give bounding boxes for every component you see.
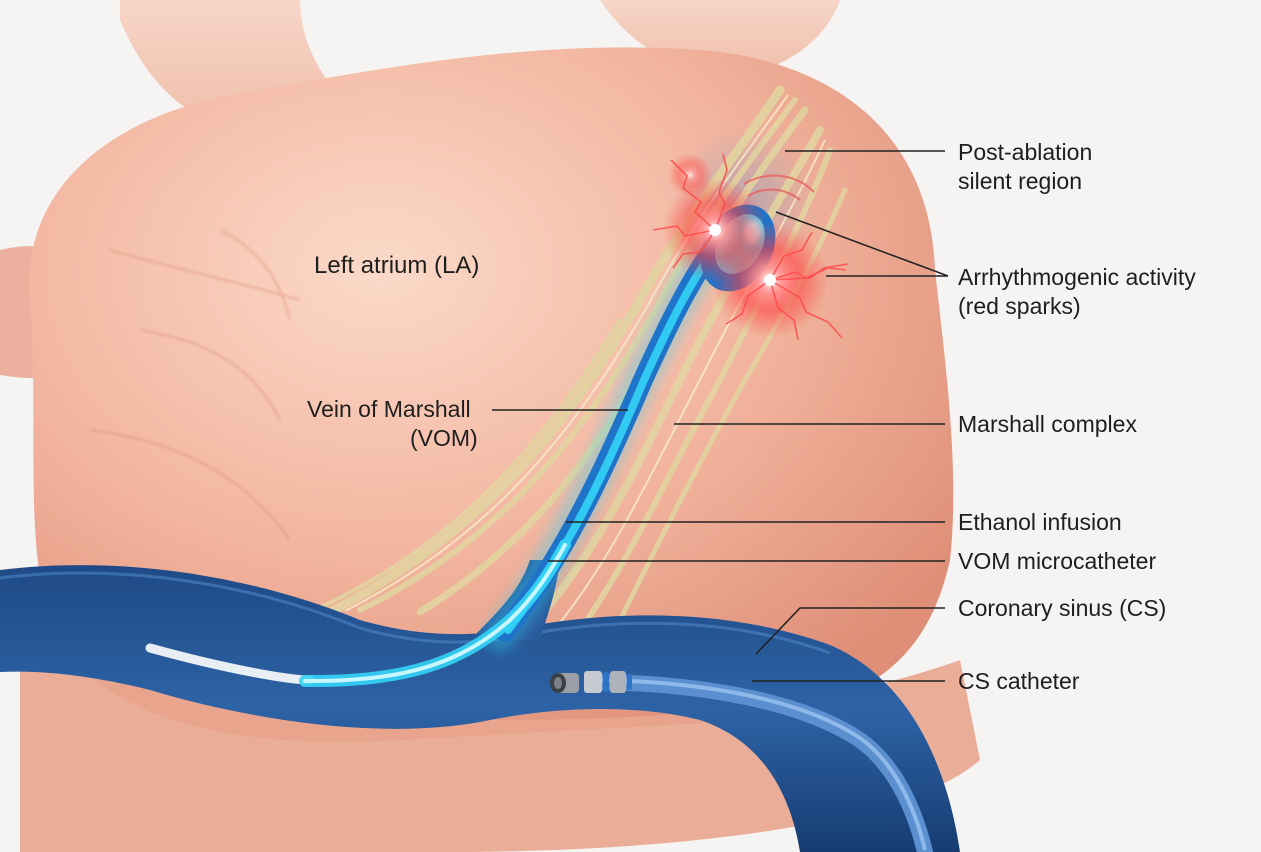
- label-coronary-sinus: Coronary sinus (CS): [958, 595, 1167, 621]
- label-marshall-complex: Marshall complex: [958, 411, 1137, 437]
- label-vein-of-marshall: Vein of Marshall (VOM): [300, 395, 478, 453]
- coronary-sinus-rim: [0, 571, 831, 655]
- marshall-fiber-highlights: [344, 94, 826, 630]
- surface-folds: [89, 229, 301, 541]
- label-arrhythmogenic-line1: Arrhythmogenic activity: [958, 264, 1196, 290]
- label-ethanol-infusion: Ethanol infusion: [958, 509, 1122, 535]
- cs-catheter-electrodes: [550, 671, 632, 693]
- silent-region-arcs: [743, 174, 815, 201]
- label-vom-line2: (VOM): [410, 425, 478, 451]
- label-post-ablation-line2: silent region: [958, 168, 1083, 194]
- coronary-sinus: [0, 565, 960, 852]
- lower-atrial-wall: [20, 640, 980, 852]
- marshall-complex-fibers: [308, 85, 848, 633]
- label-left-atrium: Left atrium (LA): [314, 252, 480, 279]
- leader-coronary-sinus: [755, 607, 945, 655]
- arrhythmogenic-sparks: [652, 153, 849, 341]
- label-arrhythmogenic-line2: (red sparks): [958, 293, 1081, 319]
- leader-lines: [492, 150, 949, 682]
- label-cs-catheter: CS catheter: [958, 668, 1080, 694]
- label-vom-line1: Vein of Marshall: [307, 396, 471, 422]
- label-post-ablation-line1: Post-ablation: [958, 139, 1093, 165]
- label-vom-microcatheter: VOM microcatheter: [958, 548, 1157, 574]
- leader-arrhythmogenic-upper: [775, 211, 949, 277]
